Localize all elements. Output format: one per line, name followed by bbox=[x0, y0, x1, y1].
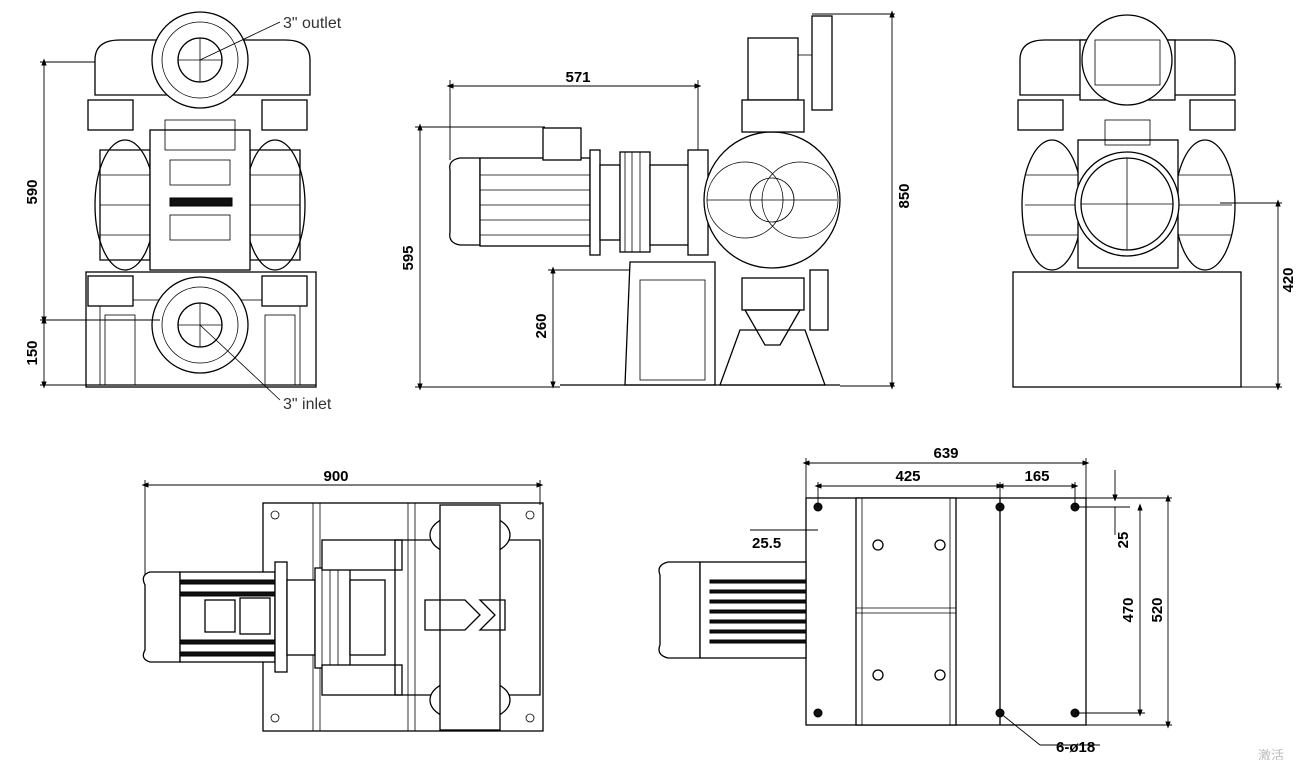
side-dim-260: 260 bbox=[533, 313, 550, 338]
front-dim-590: 590 bbox=[24, 179, 41, 204]
base-dim-25: 25 bbox=[1115, 532, 1132, 549]
inlet-label: 3" inlet bbox=[283, 396, 332, 413]
side-dim-571: 571 bbox=[565, 69, 590, 86]
base-dim-165: 165 bbox=[1024, 468, 1049, 485]
side-view bbox=[415, 10, 895, 391]
base-dim-25-5: 25.5 bbox=[752, 535, 781, 552]
base-hole-spec: 6-ø18 bbox=[1056, 739, 1095, 756]
base-dim-639: 639 bbox=[933, 445, 958, 462]
base-view bbox=[658, 458, 1172, 746]
side-dim-595: 595 bbox=[400, 245, 417, 270]
front-view bbox=[40, 11, 317, 401]
top-view bbox=[141, 480, 544, 732]
base-dim-520: 520 bbox=[1149, 597, 1166, 622]
rear-view bbox=[1012, 14, 1282, 391]
top-dim-900: 900 bbox=[323, 468, 348, 485]
base-dim-425: 425 bbox=[895, 468, 920, 485]
watermark: 激活 bbox=[1258, 749, 1284, 760]
front-dim-150: 150 bbox=[24, 340, 41, 365]
outlet-label: 3" outlet bbox=[283, 15, 342, 32]
side-dim-850: 850 bbox=[896, 183, 913, 208]
base-dim-470: 470 bbox=[1120, 597, 1137, 622]
rear-dim-420: 420 bbox=[1280, 267, 1297, 292]
